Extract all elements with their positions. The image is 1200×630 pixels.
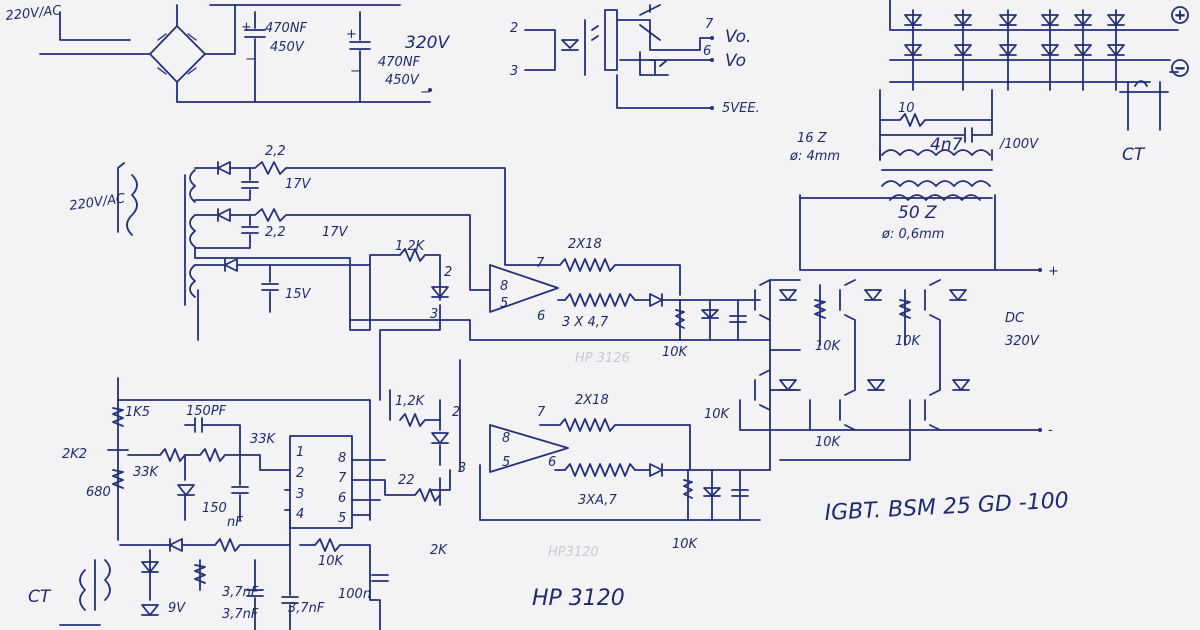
r-33k-b: 33K	[133, 465, 160, 480]
driver-bottom	[389, 359, 771, 521]
output-rectifier-section	[879, 0, 1189, 187]
hp3120-ghost-label: HP3120	[548, 545, 599, 560]
opto-pin7: 7	[705, 17, 714, 32]
r-10k-4: 10K	[895, 334, 922, 349]
r-10k-2: 10K	[672, 537, 699, 552]
r-2x18-top: 2X18	[568, 237, 602, 252]
v9: 9V	[168, 601, 186, 616]
out-minus-label: −	[1175, 62, 1186, 77]
turns-16-label: 16 Z	[797, 131, 828, 146]
svg-text:+: +	[346, 27, 357, 42]
hp3120-label: HP 3120	[532, 586, 625, 611]
r-2k2: 2K2	[62, 447, 87, 462]
r-2-2-a: 2,2	[265, 144, 286, 159]
mains-label-top: 220V/AC	[5, 3, 63, 24]
optocoupler-section	[524, 4, 714, 110]
svg-text:+: +	[241, 20, 252, 35]
wire-06mm-label: ø: 0,6mm	[881, 227, 944, 242]
opto-pin6: 6	[703, 44, 711, 59]
bus-voltage: 320V	[405, 33, 450, 53]
r-10k-3: 10K	[815, 339, 842, 354]
ic555-pin7: 7	[338, 471, 347, 486]
ic555-pin3: 3	[296, 487, 304, 502]
c-37-c: 3,7nF	[288, 601, 325, 616]
igbt-part-label: IGBT. BSM 25 GD -100	[824, 488, 1069, 526]
r-3x47-bot: 3XA,7	[578, 493, 617, 508]
pin5-a: 5	[500, 296, 508, 311]
pin6-a: 6	[537, 309, 545, 324]
c-100n: 100n	[338, 587, 371, 602]
r-680: 680	[86, 485, 111, 500]
r-2x18-bot: 2X18	[575, 393, 609, 408]
snubber-resistor: 10	[898, 101, 915, 116]
c-37-a: 3,7nF	[222, 585, 259, 600]
ic555-pin6: 6	[338, 491, 346, 506]
pin2-a: 2	[444, 265, 452, 280]
c-150nf-unit: nF	[227, 515, 243, 530]
opto-pin2: 2	[510, 21, 518, 36]
pin7-a: 7	[536, 256, 545, 271]
pin3-a: 3	[430, 307, 438, 322]
dc-minus-label: -	[1048, 423, 1053, 438]
vo-minus-label: Vo	[725, 51, 746, 71]
cap1-value: 470NF	[265, 21, 308, 36]
v17-a: 17V	[285, 177, 312, 192]
pin3-b: 3	[458, 461, 466, 476]
svg-text:−: −	[420, 85, 431, 100]
pin7-b: 7	[537, 405, 546, 420]
r-10k-5: 10K	[704, 407, 731, 422]
vo-plus-label: Vo.	[725, 27, 751, 47]
opto-pin3: 3	[510, 64, 518, 79]
vee-label: 5VEE.	[722, 101, 760, 116]
igbt-bridge	[739, 194, 1042, 471]
r-22: 22	[398, 473, 415, 488]
ct-right-label: CT	[1122, 145, 1146, 165]
c-150nf: 150	[202, 501, 227, 516]
pin5-b: 5	[502, 455, 510, 470]
c-150pf: 150PF	[186, 404, 227, 419]
r-1-2k-top: 1,2K	[395, 239, 426, 254]
rectifier-section: + + − − −	[39, 4, 432, 103]
hp3126-ghost-label: HP 3126	[575, 351, 630, 366]
ct-left-label: CT	[28, 587, 52, 607]
r-10k-7: 10K	[318, 554, 345, 569]
driver-top	[489, 258, 761, 341]
r-33k-a: 33K	[250, 432, 277, 447]
v17-b: 17V	[322, 225, 349, 240]
dc-label: DC	[1005, 311, 1025, 326]
svg-text:−: −	[350, 64, 361, 79]
r-1k5: 1K5	[125, 405, 150, 420]
cap2-voltage: 450V	[385, 73, 420, 88]
ic555-pin1: 1	[296, 445, 304, 460]
pin6-b: 6	[548, 455, 556, 470]
ic555-pin4: 4	[296, 507, 304, 522]
turns-50-label: 50 Z	[898, 203, 937, 223]
pin8-a: 8	[500, 279, 508, 294]
cap1-voltage: 450V	[270, 40, 305, 55]
r-2k: 2K	[430, 543, 448, 558]
pin8-b: 8	[502, 431, 510, 446]
aux-supply-section	[117, 161, 771, 401]
ic555-pin5: 5	[338, 511, 346, 526]
r-1-2k-mid: 1,2K	[395, 394, 426, 409]
dc-voltage: 320V	[1005, 334, 1040, 349]
v15: 15V	[285, 287, 312, 302]
snubber-voltage: /100V	[999, 137, 1039, 152]
pin2-b: 2	[452, 405, 460, 420]
dc-plus-label: +	[1048, 264, 1059, 279]
r-10k-1: 10K	[662, 345, 689, 360]
r-3x47-top: 3 X 4,7	[562, 315, 609, 330]
ic555-pin8: 8	[338, 451, 346, 466]
cap2-value: 470NF	[378, 55, 421, 70]
c-37-b: 3,7nF	[222, 607, 259, 622]
r-2-2-b: 2,2	[265, 225, 286, 240]
svg-text:−: −	[245, 52, 256, 67]
ic555-pin2: 2	[296, 466, 304, 481]
snubber-cap: 4n7	[930, 135, 963, 155]
out-plus-label: +	[1175, 9, 1186, 24]
r-10k-6: 10K	[815, 435, 842, 450]
wire-4mm-label: ø: 4mm	[789, 149, 840, 164]
oscillator-section	[59, 377, 441, 630]
